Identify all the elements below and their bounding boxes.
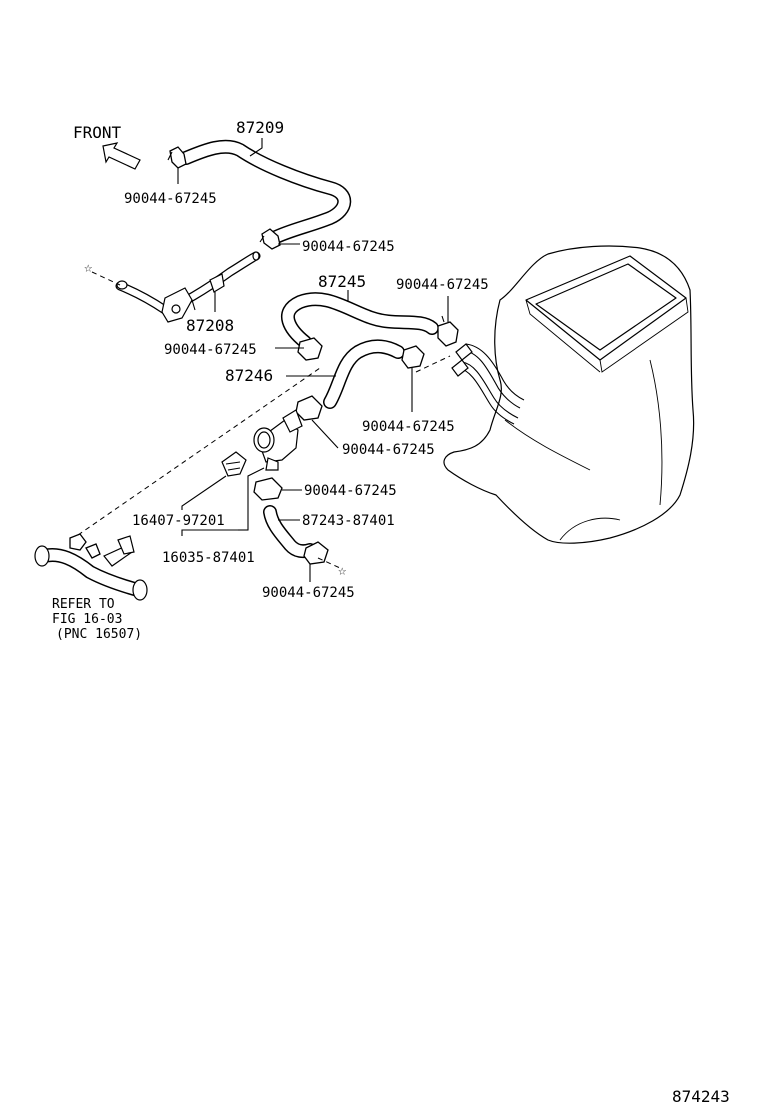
label-87243-87401: 87243-87401 bbox=[302, 513, 395, 529]
label-clamp-90044: 90044-67245 bbox=[342, 442, 435, 458]
clamp-icon bbox=[303, 541, 329, 565]
label-clamp-90044: 90044-67245 bbox=[396, 277, 489, 293]
label-87208: 87208 bbox=[186, 316, 234, 335]
refer-note-line2: FIG 16-03 bbox=[52, 612, 122, 627]
label-87209: 87209 bbox=[236, 118, 284, 137]
label-clamp-90044: 90044-67245 bbox=[362, 419, 455, 435]
engine-block bbox=[443, 245, 695, 544]
label-clamp-90044: 90044-67245 bbox=[304, 483, 397, 499]
clamp-icon bbox=[295, 395, 323, 421]
label-16407-97201: 16407-97201 bbox=[132, 513, 225, 529]
reference-line bbox=[91, 271, 121, 286]
sensor-16407 bbox=[221, 451, 247, 477]
refer-note-line1: REFER TO bbox=[52, 597, 115, 612]
clamp-icon bbox=[401, 345, 425, 369]
clamp-icon bbox=[167, 146, 187, 169]
reference-line bbox=[77, 367, 321, 536]
hose-87209 bbox=[179, 139, 352, 245]
leader-line bbox=[311, 419, 339, 449]
clamp-icon bbox=[259, 228, 281, 250]
hose-87246 bbox=[323, 339, 405, 409]
water-outlet bbox=[253, 409, 303, 471]
clamp-icon bbox=[437, 315, 459, 347]
star-icon: ☆ bbox=[84, 260, 93, 276]
hose-87245 bbox=[281, 292, 439, 349]
leader-line bbox=[249, 138, 263, 157]
star-icon: ☆ bbox=[338, 563, 347, 579]
water-inlet-pipe bbox=[34, 533, 148, 601]
label-clamp-90044: 90044-67245 bbox=[124, 191, 217, 207]
label-clamp-90044: 90044-67245 bbox=[262, 585, 355, 601]
reference-line bbox=[317, 557, 341, 569]
front-arrow-icon bbox=[102, 142, 141, 170]
label-87246: 87246 bbox=[225, 366, 273, 385]
label-87245: 87245 bbox=[318, 272, 366, 291]
refer-note-line3: (PNC 16507) bbox=[56, 627, 142, 642]
label-clamp-90044: 90044-67245 bbox=[164, 342, 257, 358]
front-label: FRONT bbox=[73, 123, 122, 142]
clamp-icon bbox=[297, 337, 323, 361]
clamp-icon bbox=[253, 477, 283, 501]
label-clamp-90044: 90044-67245 bbox=[302, 239, 395, 255]
figure-number: 874243 bbox=[672, 1087, 730, 1106]
pipe-87208 bbox=[115, 251, 261, 323]
reference-line bbox=[415, 355, 451, 373]
hose-87243 bbox=[263, 505, 317, 559]
leader-line bbox=[181, 475, 227, 510]
label-16035-87401: 16035-87401 bbox=[162, 550, 255, 566]
